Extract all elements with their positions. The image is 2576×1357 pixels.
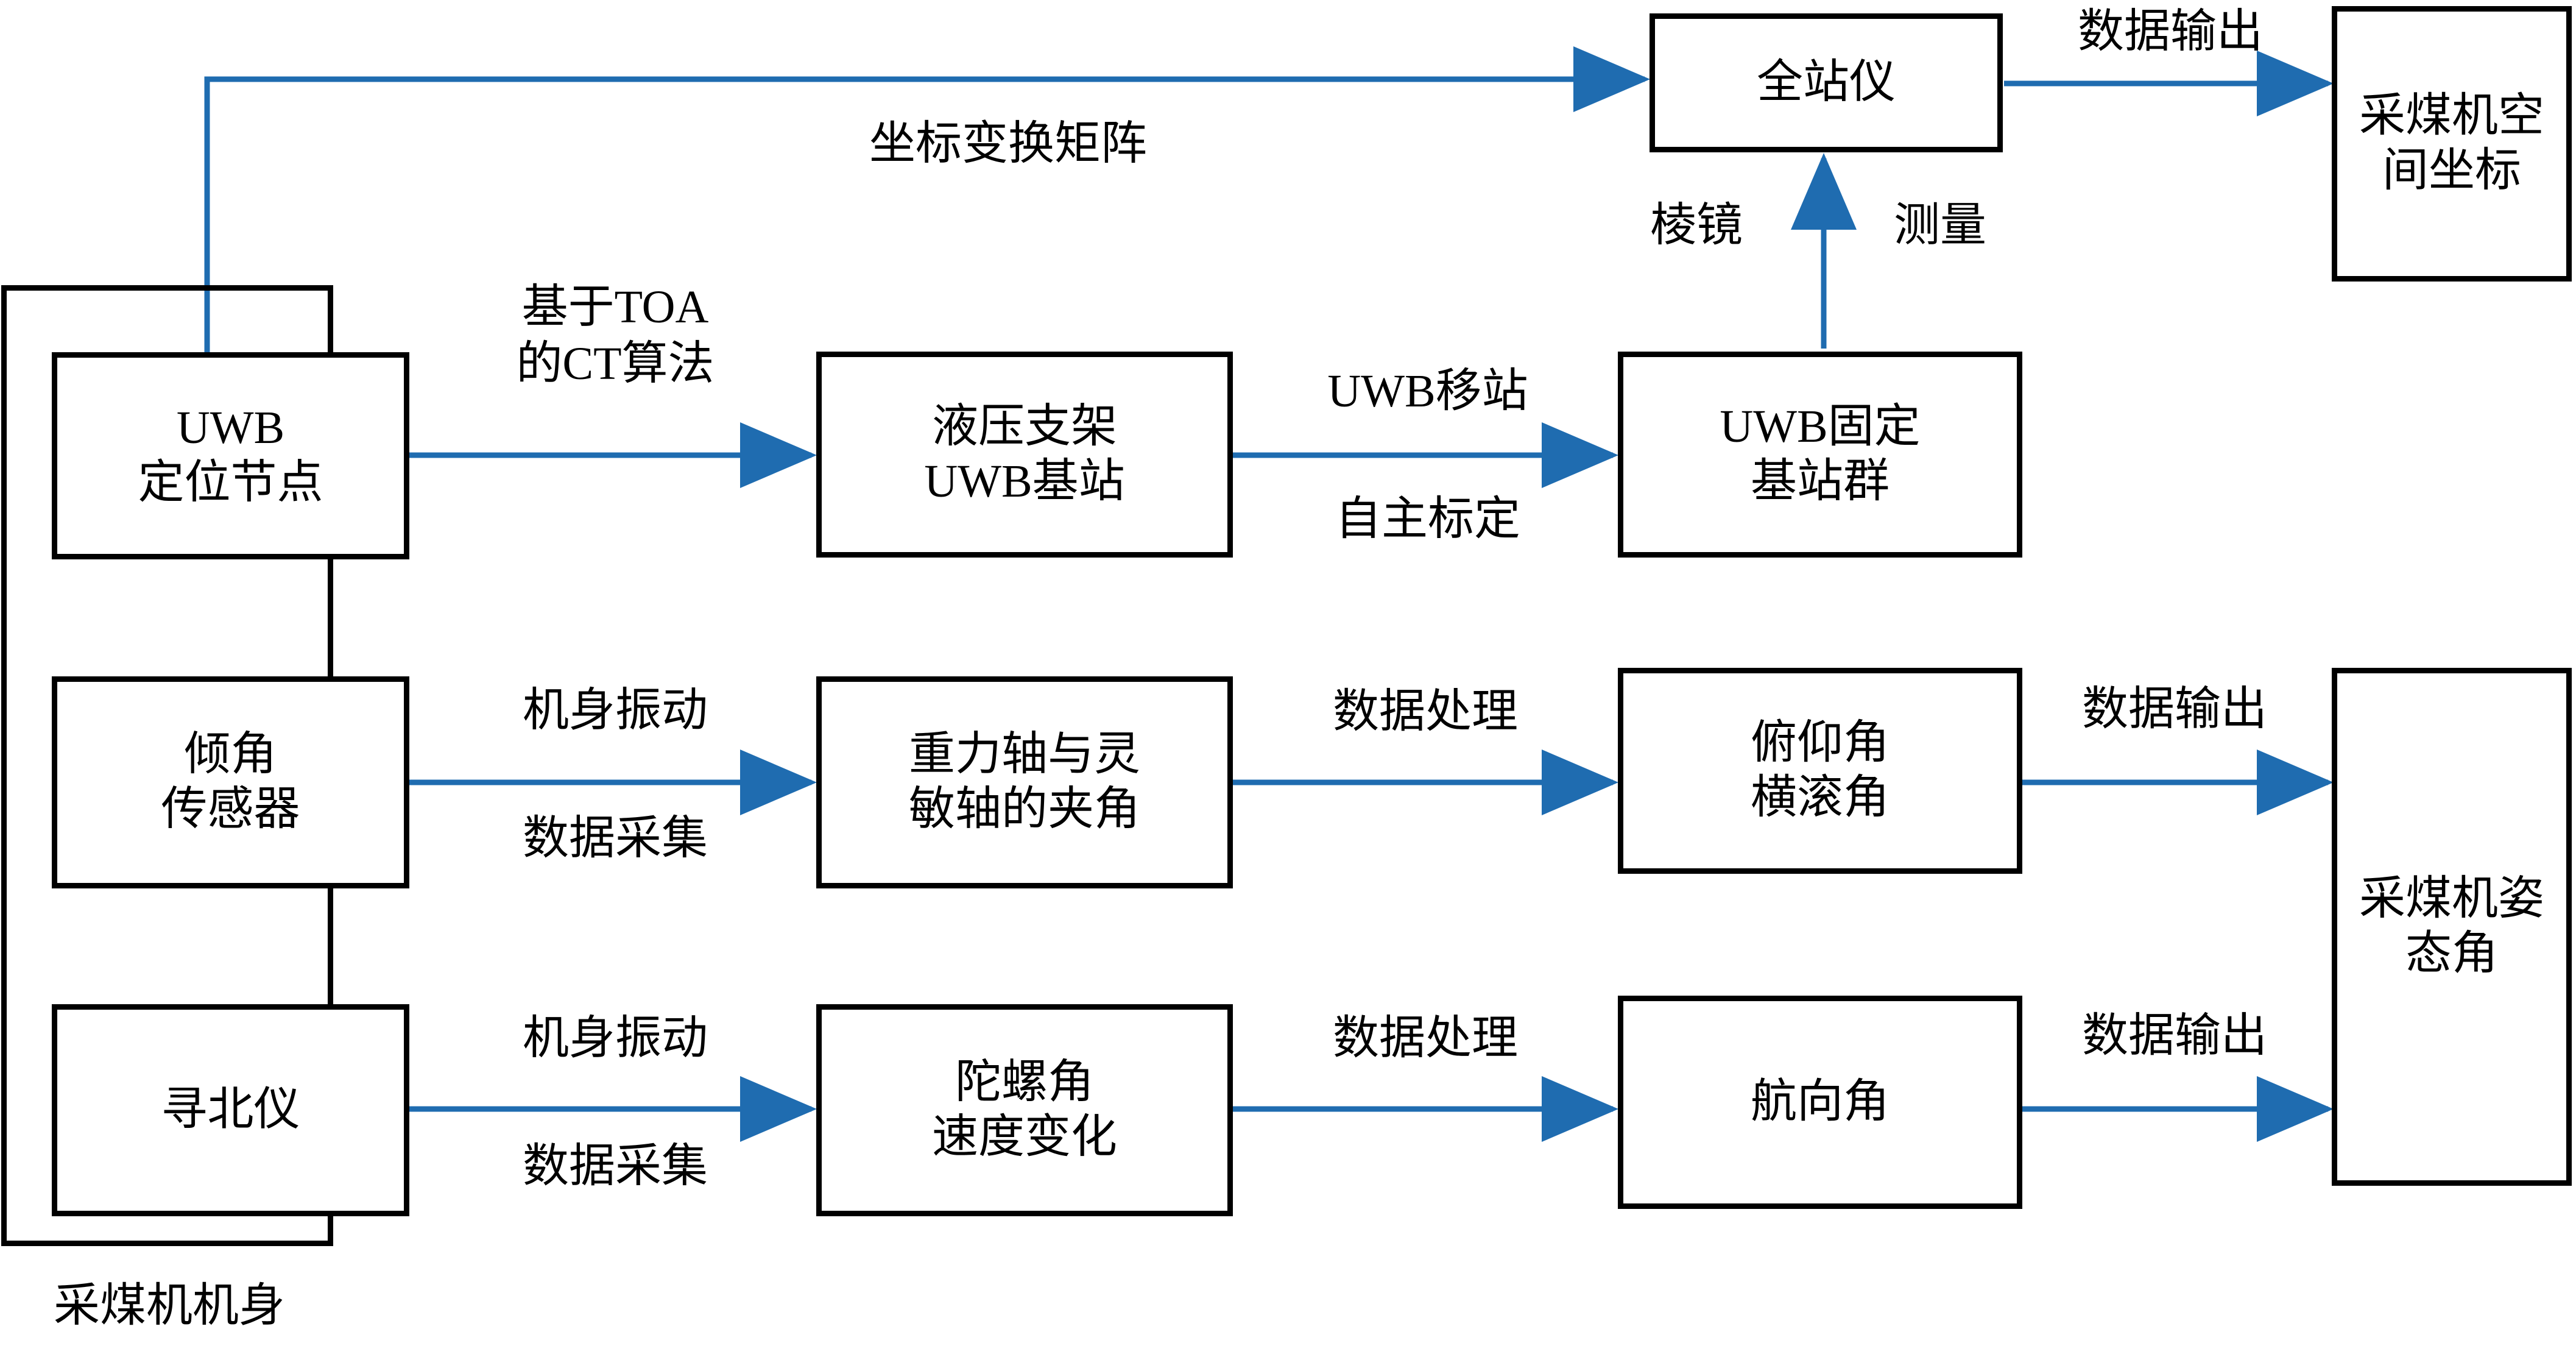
- node-uwb-positioning-node[interactable]: UWB 定位节点: [52, 352, 409, 559]
- label-prism: 棱镜: [1650, 200, 1743, 251]
- node-uwb-fixed-base-station-group[interactable]: UWB固定 基站群: [1618, 352, 2022, 558]
- node-gravity-sensitive-axis-angle[interactable]: 重力轴与灵 敏轴的夹角: [816, 676, 1233, 888]
- label-uwb-mobile-station: UWB移站: [1327, 366, 1528, 417]
- label-data-output-top: 数据输出: [2078, 6, 2263, 57]
- label-coordinate-transform-matrix: 坐标变换矩阵: [869, 118, 1147, 169]
- node-north-finder[interactable]: 寻北仪: [52, 1004, 409, 1216]
- node-gyro-rate-change[interactable]: 陀螺角 速度变化: [816, 1004, 1233, 1216]
- node-shearer-attitude-angle[interactable]: 采煤机姿 态角: [2332, 668, 2572, 1186]
- node-shearer-spatial-coordinate[interactable]: 采煤机空 间坐标: [2332, 6, 2572, 282]
- label-data-processing-mid: 数据处理: [1333, 686, 1518, 737]
- node-hydraulic-support-uwb-base[interactable]: 液压支架 UWB基站: [816, 352, 1233, 558]
- label-toa-ct-algorithm: 基于TOA 的CT算法: [516, 282, 715, 389]
- node-pitch-roll-angle[interactable]: 俯仰角 横滚角: [1618, 668, 2022, 874]
- label-autonomous-calibration: 自主标定: [1335, 494, 1520, 545]
- label-body-vibration-bottom: 机身振动: [523, 1013, 708, 1064]
- label-data-output-bottom: 数据输出: [2082, 1010, 2267, 1061]
- label-data-processing-bottom: 数据处理: [1333, 1013, 1518, 1064]
- edge-uwb-to-total-station: [204, 46, 1650, 378]
- caption-shearer-body: 采煤机机身: [54, 1280, 285, 1331]
- label-body-vibration-mid: 机身振动: [523, 685, 708, 736]
- label-data-acquisition-bottom: 数据采集: [523, 1141, 708, 1192]
- label-measurement: 测量: [1894, 200, 1986, 251]
- label-data-output-mid: 数据输出: [2082, 684, 2267, 735]
- node-tilt-sensor[interactable]: 倾角 传感器: [52, 676, 409, 888]
- node-heading-angle[interactable]: 航向角: [1618, 996, 2022, 1209]
- label-data-acquisition-mid: 数据采集: [523, 813, 708, 864]
- node-total-station[interactable]: 全站仪: [1650, 13, 2003, 152]
